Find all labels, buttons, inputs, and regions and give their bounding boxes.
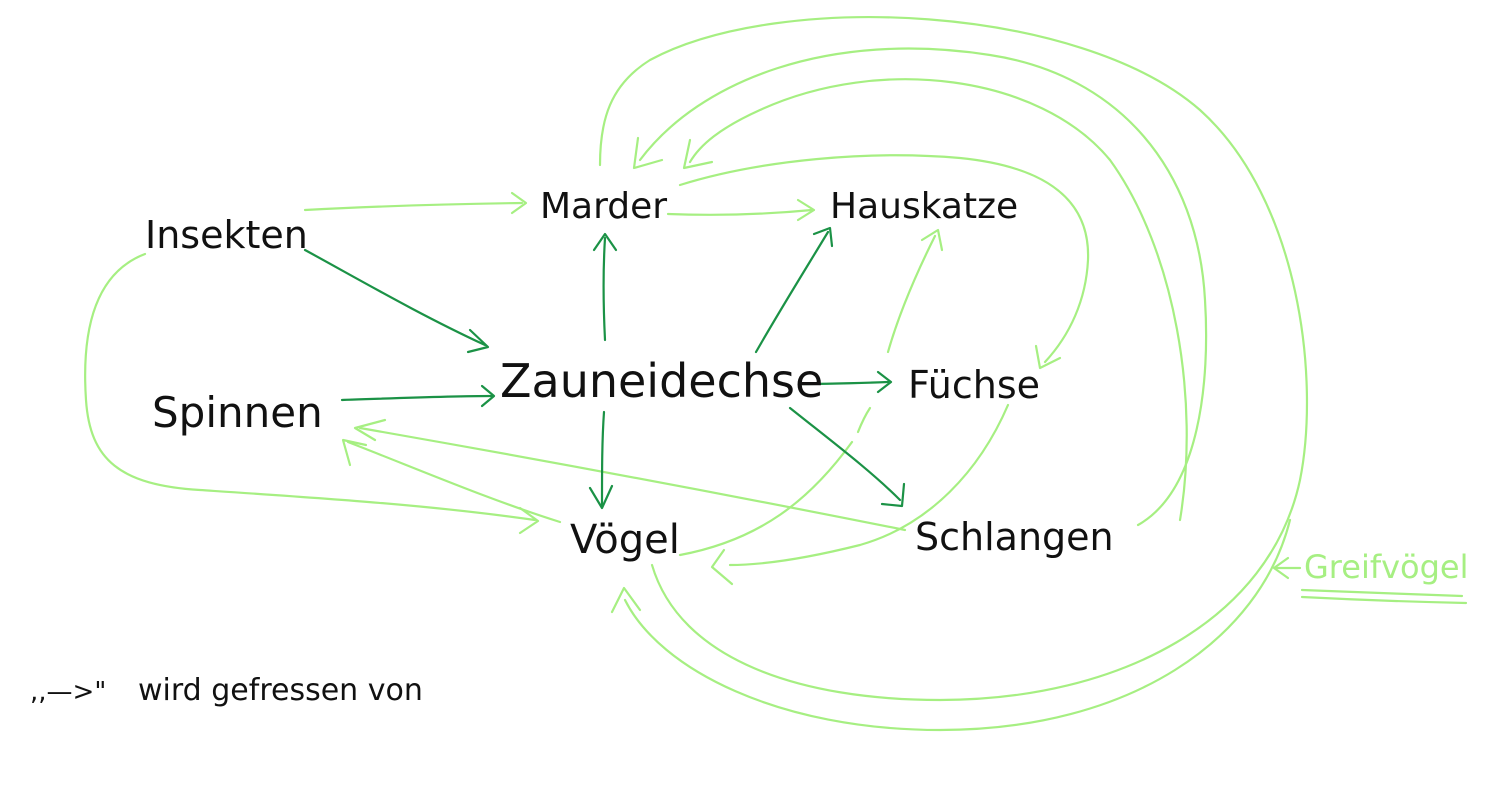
arrowhead-marder-fuechse (1034, 344, 1062, 370)
greifvoegel-underline-2 (1300, 595, 1468, 605)
legend-text: wird gefressen von (138, 673, 423, 708)
node-hauskatze: Hauskatze (830, 186, 1018, 227)
edge-zauneidechse-schlangen (788, 406, 902, 502)
arrowhead-insekten-zauneidechse (466, 328, 490, 354)
greifvoegel-underline-1 (1300, 588, 1464, 598)
arrowhead-zauneidechse-schlangen (880, 482, 906, 508)
edge-zauneidechse-voegel (600, 410, 606, 507)
arrowhead-zauneidechse-marder (592, 232, 618, 252)
edge-voegel-fuechse (678, 440, 854, 557)
edge-marder-hauskatze (666, 208, 814, 216)
node-voegel: Vögel (570, 517, 680, 563)
edge-insekten-zauneidechse (303, 248, 487, 347)
legend-arrow: ,,—>" (30, 677, 106, 707)
node-greifvoegel: Greifvögel (1304, 548, 1469, 586)
edge-fuechse-hauskatze (886, 234, 937, 354)
legend: ,,—>" wird gefressen von (30, 673, 423, 708)
arrowhead-fuechse-hauskatze (920, 228, 944, 252)
node-spinnen: Spinnen (152, 388, 323, 437)
arrowhead-greifvoegel-marder (682, 138, 714, 170)
light-edges (84, 16, 1309, 732)
arrowhead-zauneidechse-fuechse (876, 370, 893, 394)
node-labels: Insekten Marder Hauskatze Spinnen Zaunei… (145, 186, 1114, 563)
arrowhead-greifvoegel-pointer (1272, 556, 1290, 580)
arrowhead-zauneidechse-voegel (588, 484, 614, 510)
edge-zauneidechse-marder (602, 236, 607, 342)
arrowhead-schlangen-marder (632, 136, 664, 170)
arrowhead-fuechse-voegel (710, 548, 734, 586)
edge-spinnen-zauneidechse (340, 394, 494, 402)
greifvoegel-group: Greifvögel (1300, 548, 1469, 605)
edge-zauneidechse-fuechse (798, 380, 890, 386)
edge-schlangen-spinnen (358, 426, 907, 532)
edge-greifvoegel-marder (688, 78, 1188, 522)
node-insekten: Insekten (145, 213, 308, 257)
arrowhead-greifvoegel-voegel (610, 586, 642, 614)
edge-voegel-marder-outer (598, 16, 1309, 702)
edge-schlangen-marder (638, 47, 1208, 527)
edge-fuechse-voegel (728, 403, 1010, 567)
arrowhead-insekten-voegel (518, 506, 540, 535)
arrowhead-voegel-spinnen (341, 438, 368, 467)
edge-voegel-fuechse-tail (856, 406, 872, 434)
edge-zauneidechse-hauskatze (754, 230, 830, 354)
arrowhead-spinnen-zauneidechse (480, 384, 496, 408)
node-schlangen: Schlangen (915, 515, 1114, 559)
edge-insekten-voegel (84, 252, 537, 522)
edge-marder-fuechse (678, 154, 1090, 364)
edge-voegel-spinnen (346, 440, 562, 524)
dark-edges (303, 226, 906, 510)
edge-insekten-marder (303, 201, 524, 212)
arrowhead-marder-hauskatze (796, 198, 816, 222)
node-fuechse: Füchse (908, 363, 1040, 407)
arrowhead-zauneidechse-hauskatze (812, 226, 834, 248)
node-zauneidechse: Zauneidechse (500, 354, 823, 408)
arrowhead-schlangen-spinnen (353, 418, 387, 442)
node-marder: Marder (540, 186, 667, 227)
edge-greifvoegel-voegel (623, 518, 1292, 732)
arrowhead-insekten-marder (510, 191, 528, 215)
